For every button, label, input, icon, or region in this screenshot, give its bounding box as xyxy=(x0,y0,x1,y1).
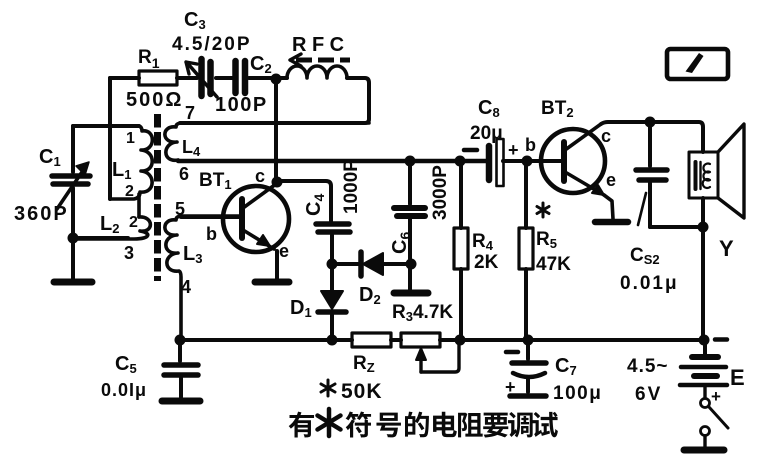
svg-text:4: 4 xyxy=(181,277,191,297)
svg-text:E: E xyxy=(730,365,745,390)
svg-text:100μ: 100μ xyxy=(553,383,602,404)
svg-text:C4: C4 xyxy=(303,194,327,216)
svg-text:4.5/20P: 4.5/20P xyxy=(172,34,252,55)
svg-text:Y: Y xyxy=(719,236,734,261)
svg-text:0.0Iμ: 0.0Iμ xyxy=(101,380,147,400)
svg-text:R34.7K: R34.7K xyxy=(392,302,453,324)
svg-text:6: 6 xyxy=(179,164,189,184)
svg-text:7: 7 xyxy=(185,103,195,123)
svg-text:500Ω: 500Ω xyxy=(126,89,183,111)
svg-text:47K: 47K xyxy=(536,254,571,275)
svg-text:2: 2 xyxy=(125,183,134,200)
svg-text:D2: D2 xyxy=(359,284,381,307)
svg-text:4.5~: 4.5~ xyxy=(627,356,669,377)
svg-text:1: 1 xyxy=(126,130,135,147)
svg-text:20μ: 20μ xyxy=(470,123,503,144)
svg-text:BT2: BT2 xyxy=(541,98,574,120)
svg-text:b: b xyxy=(206,224,217,244)
svg-text:BT1: BT1 xyxy=(199,170,232,192)
svg-text:C1: C1 xyxy=(39,146,61,169)
svg-text:2K: 2K xyxy=(474,252,499,273)
svg-text:C7: C7 xyxy=(555,355,577,378)
svg-text:50K: 50K xyxy=(341,380,383,403)
svg-text:L1: L1 xyxy=(112,159,131,182)
svg-text:D1: D1 xyxy=(290,297,312,320)
svg-text:6V: 6V xyxy=(635,384,662,405)
svg-text:C5: C5 xyxy=(115,353,137,376)
svg-text:R1: R1 xyxy=(138,47,160,71)
svg-text:C6: C6 xyxy=(389,232,413,254)
svg-text:c: c xyxy=(601,126,611,146)
svg-text:3000P: 3000P xyxy=(430,165,451,220)
svg-text:100P: 100P xyxy=(215,94,268,116)
svg-text:L4: L4 xyxy=(182,137,201,159)
svg-text:e: e xyxy=(606,170,616,190)
svg-text:RZ: RZ xyxy=(353,353,375,375)
svg-text:C8: C8 xyxy=(478,97,500,120)
svg-text:+: + xyxy=(505,377,516,397)
svg-text:0.01μ: 0.01μ xyxy=(620,273,679,294)
svg-text:2: 2 xyxy=(129,214,138,231)
svg-text:RFC: RFC xyxy=(292,34,350,56)
svg-text:360P: 360P xyxy=(14,203,69,225)
svg-text:R4: R4 xyxy=(472,231,494,253)
svg-text:c: c xyxy=(255,166,265,186)
svg-text:+: + xyxy=(508,140,519,160)
svg-text:1000P: 1000P xyxy=(341,159,362,214)
svg-text:+: + xyxy=(711,387,721,406)
svg-text:5: 5 xyxy=(175,199,185,219)
svg-text:e: e xyxy=(279,241,289,261)
svg-text:3: 3 xyxy=(124,243,134,263)
svg-text:R5: R5 xyxy=(536,229,557,251)
svg-text:C2: C2 xyxy=(250,53,272,76)
svg-text:C3: C3 xyxy=(184,9,206,32)
svg-text:CS2: CS2 xyxy=(630,245,660,267)
svg-text:b: b xyxy=(525,135,536,155)
svg-text:L2: L2 xyxy=(100,213,119,236)
svg-text:L3: L3 xyxy=(183,243,202,266)
